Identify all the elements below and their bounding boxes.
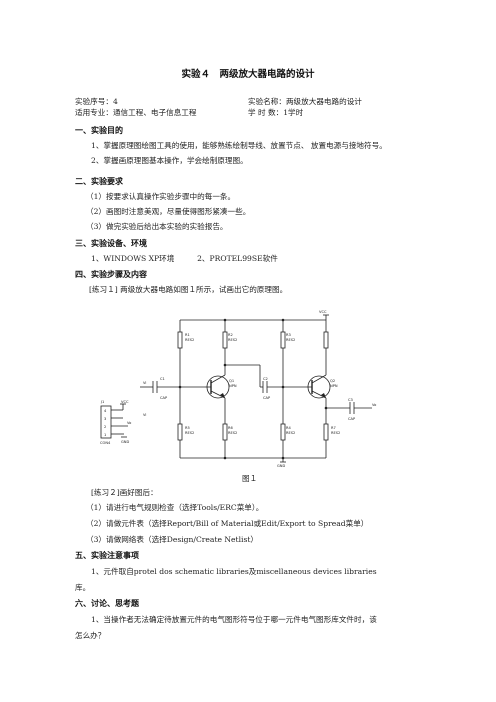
j-vi-label: Vi (143, 413, 146, 417)
gnd-label: GND (277, 464, 285, 468)
r2-label: R2 (228, 333, 233, 337)
meta-major: 适用专业：通信工程、电子信息工程 (75, 108, 197, 117)
r6-label: R6 (228, 426, 233, 430)
j-vcc-label: VCC (121, 400, 129, 404)
section-heading: 五、实验注意事项 (75, 551, 139, 560)
list-item: （2）画图时注意美观，尽量使得图形紧凑一些。 (86, 207, 251, 216)
section-heading: 一、实验目的 (75, 126, 123, 135)
vo-label: Vo (372, 403, 376, 407)
c2-label: C2 (263, 377, 268, 381)
exercise-2: [练习２]画好图后： (91, 488, 158, 497)
resistor-r6-body (222, 423, 228, 441)
section-heading: 六、讨论、思考题 (75, 599, 139, 608)
r6-value: RES2 (228, 431, 237, 435)
list-item: （1）按要求认真操作实验步骤中的每一条。 (86, 192, 236, 201)
c2-value: CAP (263, 396, 271, 400)
meta-name: 实验名称：两级放大器电路的设计 (248, 97, 362, 106)
list-item: 1、掌握原理图绘图工具的使用，能够熟练绘制导线、放置节点、 放置电源与接地符号。 (91, 141, 387, 150)
list-item: （2）请做元件表（选择Report/Bill of Material或Edit/… (86, 519, 369, 528)
note-line: 1、元件取自protel dos schematic libraries及mis… (91, 567, 377, 576)
q1-label: Q1 (229, 379, 234, 383)
r7-label: R7 (331, 426, 336, 430)
q2-label: Q2 (330, 379, 335, 383)
section-heading: 四、实验步骤及内容 (75, 270, 147, 279)
list-item: 2、掌握画原理图基本操作，学会绘制原理图。 (91, 156, 248, 165)
resistor-r7-body (280, 423, 286, 441)
j-vo-label: Vo (127, 421, 131, 425)
connector-j1-body (100, 405, 112, 439)
r4-label: R4 (286, 426, 291, 430)
r5-value: RES2 (185, 431, 194, 435)
list-item: 1、WINDOWS XP环境 2、PROTEL99SE软件 (91, 254, 278, 263)
r7-value: RES2 (331, 431, 340, 435)
resistor-r8-body (323, 423, 329, 441)
resistor-r3-body (280, 331, 286, 349)
page-title: 实验４ 两级放大器电路的设计 (181, 69, 315, 80)
vi-label: Vi (143, 381, 146, 385)
q2-value: NPN (330, 384, 338, 388)
resistor-r4-body (323, 331, 329, 349)
r5-label: R5 (185, 426, 190, 430)
section-heading: 二、实验要求 (75, 177, 123, 186)
q1-value: NPN (229, 384, 237, 388)
c1-label: C1 (160, 377, 165, 381)
resistor-r5-body (177, 423, 183, 441)
figure-caption: 图１ (242, 474, 258, 483)
section-heading: 三、实验设备、环境 (75, 239, 147, 248)
r4-value: RES2 (286, 431, 295, 435)
resistor-r1-body (177, 331, 183, 349)
r3-value: RES2 (286, 338, 295, 342)
c3-value: CAP (348, 417, 356, 421)
r1-label: R1 (185, 333, 190, 337)
pin-label: 1 (104, 433, 106, 437)
list-item: （3）请做网络表（选择Design/Create Netlist） (86, 535, 258, 544)
question-line: 1、当操作者无法确定待放置元件的电气图形符号位于哪一元件电气图形库文件时，该 (91, 615, 377, 624)
meta-hours: 学 时 数：1学时 (248, 108, 304, 117)
r1-value: RES2 (185, 338, 194, 342)
resistor-r2-body (222, 331, 228, 349)
exercise-1: [练习１] 两级放大器电路如图１所示，试画出它的原理图。 (89, 285, 288, 294)
j-gnd-label: GND (121, 440, 129, 444)
j1-label: J1 (100, 400, 104, 404)
c1-value: CAP (160, 396, 168, 400)
meta-seq: 实验序号：4 (75, 97, 118, 106)
pin-label: 3 (104, 417, 106, 421)
list-item: （3）做完实验后给出本实验的实验报告。 (86, 222, 228, 231)
list-item: （1）请进行电气规则检查（选择Tools/ERC菜单）。 (86, 503, 264, 512)
vcc-label: VCC (319, 310, 327, 314)
c3-label: C3 (348, 398, 353, 402)
r2-value: RES2 (228, 338, 237, 342)
note-line: 库。 (75, 583, 91, 592)
r3-label: R3 (286, 333, 291, 337)
pin-label: 4 (104, 409, 107, 413)
j1-value: CON4 (100, 441, 111, 445)
question-line: 怎么办？ (75, 631, 106, 640)
pin-label: 2 (104, 425, 106, 429)
